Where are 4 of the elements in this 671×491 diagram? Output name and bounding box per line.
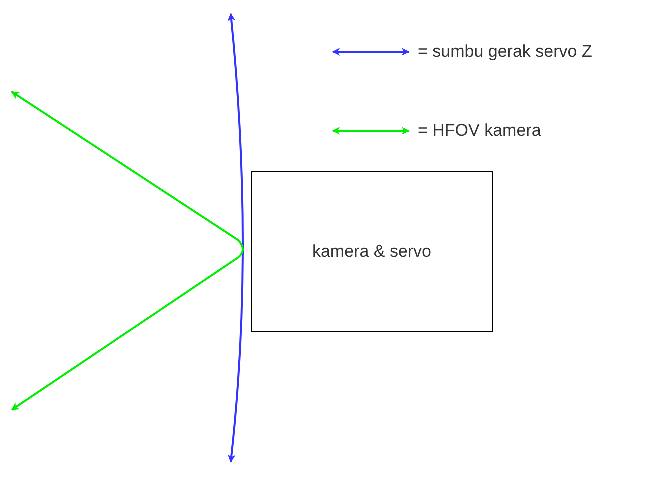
- process-box: [251, 171, 493, 332]
- legend-text: = HFOV kamera: [418, 121, 542, 141]
- legend-text: = sumbu gerak servo Z: [418, 42, 592, 62]
- node-label: kamera & servo: [312, 242, 432, 262]
